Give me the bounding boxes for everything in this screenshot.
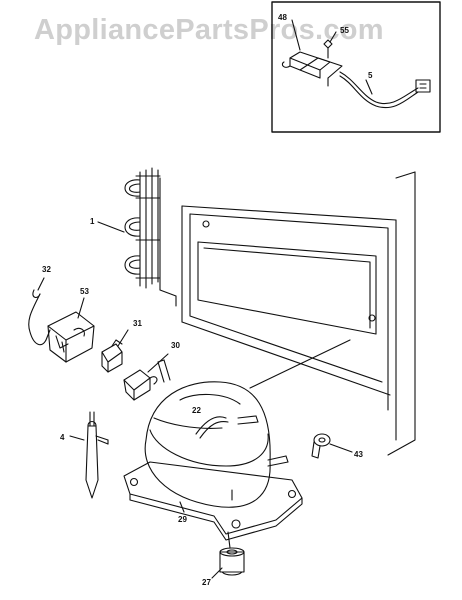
relay-cover <box>47 297 95 363</box>
inset-panel <box>271 1 441 133</box>
callout-55: 55 <box>340 26 349 35</box>
callout-48: 48 <box>278 13 287 22</box>
drier <box>69 411 109 499</box>
callout-31: 31 <box>133 319 142 328</box>
callout-1: 1 <box>90 217 95 226</box>
relay <box>101 329 129 373</box>
condenser-coil <box>97 167 161 289</box>
callout-22: 22 <box>192 406 201 415</box>
callout-30: 30 <box>171 341 180 350</box>
cabinet <box>159 171 416 456</box>
callout-5: 5 <box>368 71 373 80</box>
compressor <box>123 359 303 541</box>
callout-4: 4 <box>60 433 65 442</box>
callout-27: 27 <box>202 578 211 587</box>
callout-43: 43 <box>354 450 363 459</box>
watermark-text: AppliancePartsPros.com <box>34 14 384 46</box>
grommet <box>211 531 245 579</box>
callout-labels: 48 55 5 1 32 53 31 30 22 4 43 29 27 <box>42 13 373 587</box>
wire-clip <box>28 277 51 346</box>
callout-29: 29 <box>178 515 187 524</box>
callout-32: 32 <box>42 265 51 274</box>
clamp <box>311 433 353 459</box>
callout-53: 53 <box>80 287 89 296</box>
